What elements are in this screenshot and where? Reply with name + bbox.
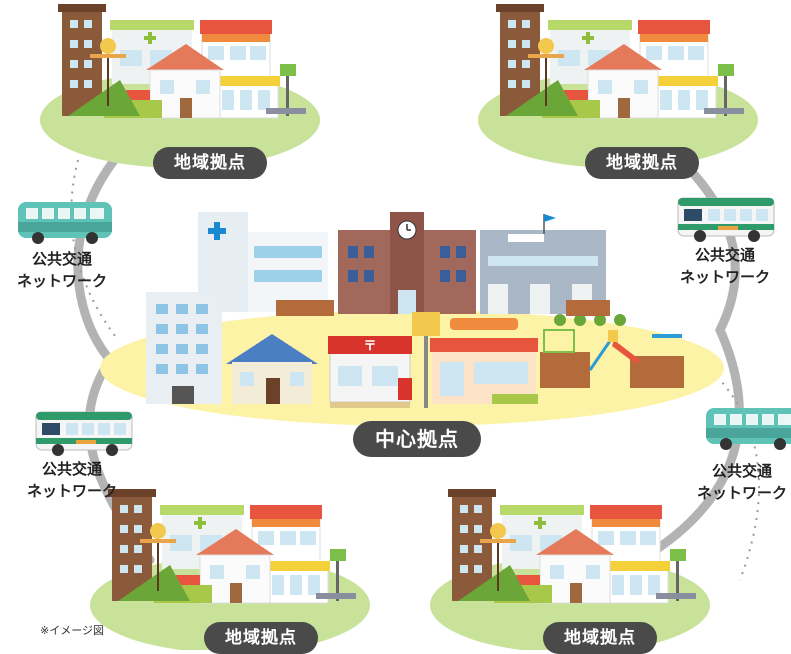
network-label-line1: 公共交通 [31, 250, 92, 268]
planter [566, 300, 610, 316]
bus-green-right [677, 197, 775, 243]
network-label-line2: ネットワーク [696, 484, 787, 502]
network-label-line2: ネットワーク [26, 482, 117, 500]
regional-hub-top-right [477, 3, 759, 169]
hub-label-bottom-left: 地域拠点 [204, 622, 318, 654]
bus-teal-right [706, 408, 791, 450]
hub-label-bottom-right: 地域拠点 [543, 622, 657, 654]
rail-track-left [70, 159, 119, 341]
hub-label-top-left: 地域拠点 [153, 147, 267, 179]
post-office-mark: 〒 [363, 339, 376, 354]
image-note: ※イメージ図 [40, 624, 104, 637]
bus-stop-sign [412, 312, 440, 408]
network-label-left-upper: 公共交通 ネットワーク [12, 248, 112, 292]
network-label-line1: 公共交通 [711, 462, 772, 480]
rail-track-right [699, 359, 761, 581]
bus-teal-left [18, 202, 112, 244]
network-label-line2: ネットワーク [679, 268, 770, 286]
planter [276, 300, 334, 316]
apartment-building [146, 292, 222, 404]
hub-label-center: 中心拠点 [353, 421, 481, 457]
hub-label-top-right: 地域拠点 [585, 147, 699, 179]
central-hub: 〒 [100, 212, 724, 426]
network-label-right-lower: 公共交通 ネットワーク [694, 460, 790, 504]
network-label-line2: ネットワーク [16, 272, 107, 290]
bus-green-left [35, 411, 133, 457]
supermarket-building [430, 318, 538, 404]
regional-hub-top-left [39, 3, 321, 169]
network-label-left-lower: 公共交通 ネットワーク [22, 458, 122, 502]
park-playground [540, 314, 684, 388]
post-office-building: 〒 [328, 336, 412, 408]
network-label-line1: 公共交通 [41, 460, 102, 478]
ring-road [73, 105, 744, 565]
network-label-right-upper: 公共交通 ネットワーク [670, 244, 780, 288]
house-building [226, 334, 318, 404]
network-label-line1: 公共交通 [694, 246, 755, 264]
school-building [480, 214, 606, 314]
city-hall-building [338, 212, 476, 314]
